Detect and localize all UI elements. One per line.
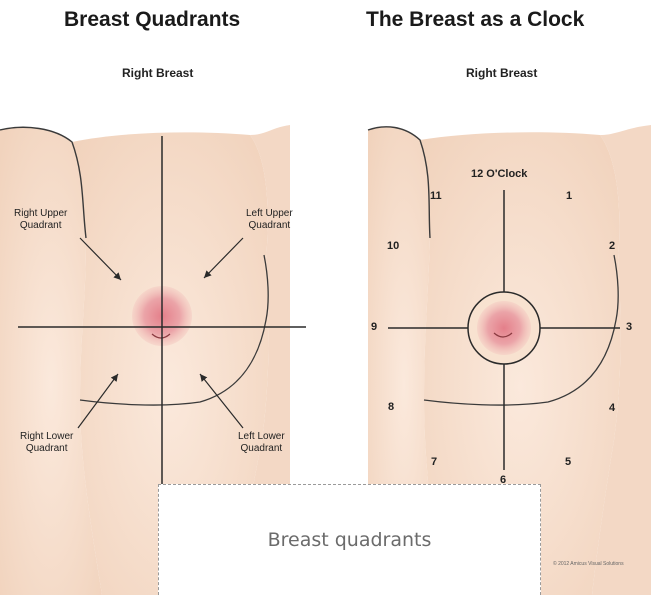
quadrant-label-line: Quadrant: [20, 443, 73, 455]
clock-8-label: 8: [388, 401, 394, 413]
clock-12-label: 12 O'Clock: [471, 168, 527, 180]
left-lower-quadrant-label: Left Lower Quadrant: [238, 431, 285, 455]
clock-2-label: 2: [609, 240, 615, 252]
quadrant-label-line: Quadrant: [246, 220, 293, 232]
clock-5-label: 5: [565, 456, 571, 468]
clock-10-label: 10: [387, 240, 399, 252]
clock-7-label: 7: [431, 456, 437, 468]
clock-3-label: 3: [626, 321, 632, 333]
quadrant-label-line: Left Upper: [246, 208, 293, 220]
quadrant-label-line: Right Lower: [20, 431, 73, 443]
quadrant-label-line: Quadrant: [14, 220, 67, 232]
quadrant-label-line: Quadrant: [238, 443, 285, 455]
copyright-text: © 2012 Amicus Visual Solutions: [553, 561, 624, 567]
clock-9-label: 9: [371, 321, 377, 333]
clock-1-label: 1: [566, 190, 572, 202]
left-upper-quadrant-label: Left Upper Quadrant: [246, 208, 293, 232]
right-lower-quadrant-label: Right Lower Quadrant: [20, 431, 73, 455]
clock-4-label: 4: [609, 402, 615, 414]
quadrant-label-line: Left Lower: [238, 431, 285, 443]
clock-11-label: 11: [430, 190, 442, 202]
caption-box: Breast quadrants: [158, 484, 541, 595]
caption-text: Breast quadrants: [159, 529, 540, 551]
quadrant-label-line: Right Upper: [14, 208, 67, 220]
right-upper-quadrant-label: Right Upper Quadrant: [14, 208, 67, 232]
